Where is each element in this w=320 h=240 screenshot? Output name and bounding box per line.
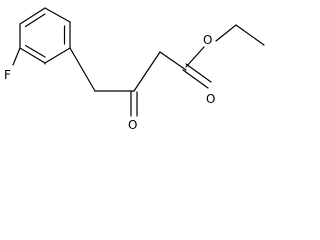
methylene-to-ester-bond xyxy=(159,51,187,71)
ring-double-bond xyxy=(24,13,46,28)
molecule-canvas: F O O O xyxy=(4,7,265,132)
ketone-to-methylene-bond xyxy=(133,51,161,92)
ring-bond xyxy=(44,47,71,64)
ester-carbonyl-oxygen-label: O xyxy=(206,92,215,106)
ester-c-o-bond xyxy=(185,46,205,68)
ester-oxygen-label: O xyxy=(203,33,212,47)
ring-bond xyxy=(44,7,71,23)
o-ethyl-bond xyxy=(215,24,237,42)
benzene-ring xyxy=(19,7,71,64)
ester-carbonyl-double-bond xyxy=(185,63,212,83)
molecule-structure: F O O O xyxy=(4,7,265,132)
ester-carbonyl-double-bond xyxy=(182,69,209,89)
ketone-oxygen-label: O xyxy=(128,118,137,132)
fluorine-atom-label: F xyxy=(4,68,11,82)
ethyl-bond xyxy=(235,24,265,46)
ring-bond xyxy=(19,7,46,25)
ring-double-bond xyxy=(24,44,46,58)
ring-bond xyxy=(19,47,46,64)
c-f-bond xyxy=(12,47,21,66)
ring-to-methylene-bond xyxy=(69,47,96,92)
